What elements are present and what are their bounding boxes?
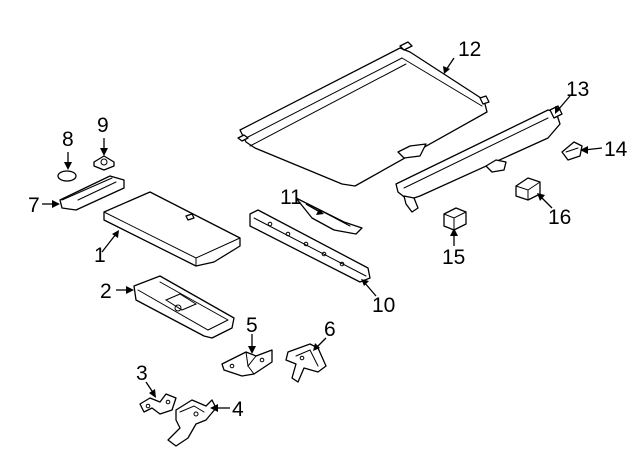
part-8-plug	[57, 170, 77, 182]
leader-11	[305, 203, 321, 213]
callout-5: 5	[246, 314, 258, 337]
part-3-bracket	[139, 393, 177, 415]
part-4-hinge	[167, 399, 217, 447]
callout-15: 15	[442, 246, 465, 269]
part-16-bracket	[515, 177, 541, 201]
callout-14: 14	[604, 138, 628, 161]
callout-11: 11	[280, 186, 302, 209]
callout-16: 16	[548, 206, 571, 229]
part-12-cargo-cover	[237, 41, 490, 187]
callout-12: 12	[458, 38, 481, 61]
leader-1	[101, 233, 117, 253]
part-9-nut	[93, 155, 115, 171]
callout-4: 4	[232, 398, 244, 421]
part-11-plate	[295, 197, 363, 235]
part-15-bracket	[443, 207, 467, 231]
callout-2: 2	[100, 280, 112, 303]
part-5-bracket	[221, 349, 273, 377]
leader-lines	[42, 57, 603, 412]
rail-holes	[267, 221, 345, 267]
part-2-storage-tray	[133, 275, 235, 339]
callout-3: 3	[136, 362, 148, 385]
part-7-trim	[59, 175, 125, 211]
callout-8: 8	[62, 128, 74, 151]
callout-labels: 12 13 14 16 15 11 10 1 7 8 9 2 5 6 3 4	[28, 38, 628, 421]
callout-10: 10	[372, 294, 395, 317]
part-14-clip	[561, 141, 583, 161]
part-1-floor-board	[103, 191, 241, 267]
callout-6: 6	[324, 318, 336, 341]
part-6-bracket	[285, 343, 327, 383]
callout-9: 9	[97, 114, 109, 137]
leader-13	[557, 95, 571, 111]
callout-1: 1	[94, 244, 106, 267]
leader-10	[363, 281, 377, 297]
part-10-rail	[249, 209, 371, 283]
callout-7: 7	[28, 194, 40, 217]
callout-13: 13	[566, 78, 589, 101]
